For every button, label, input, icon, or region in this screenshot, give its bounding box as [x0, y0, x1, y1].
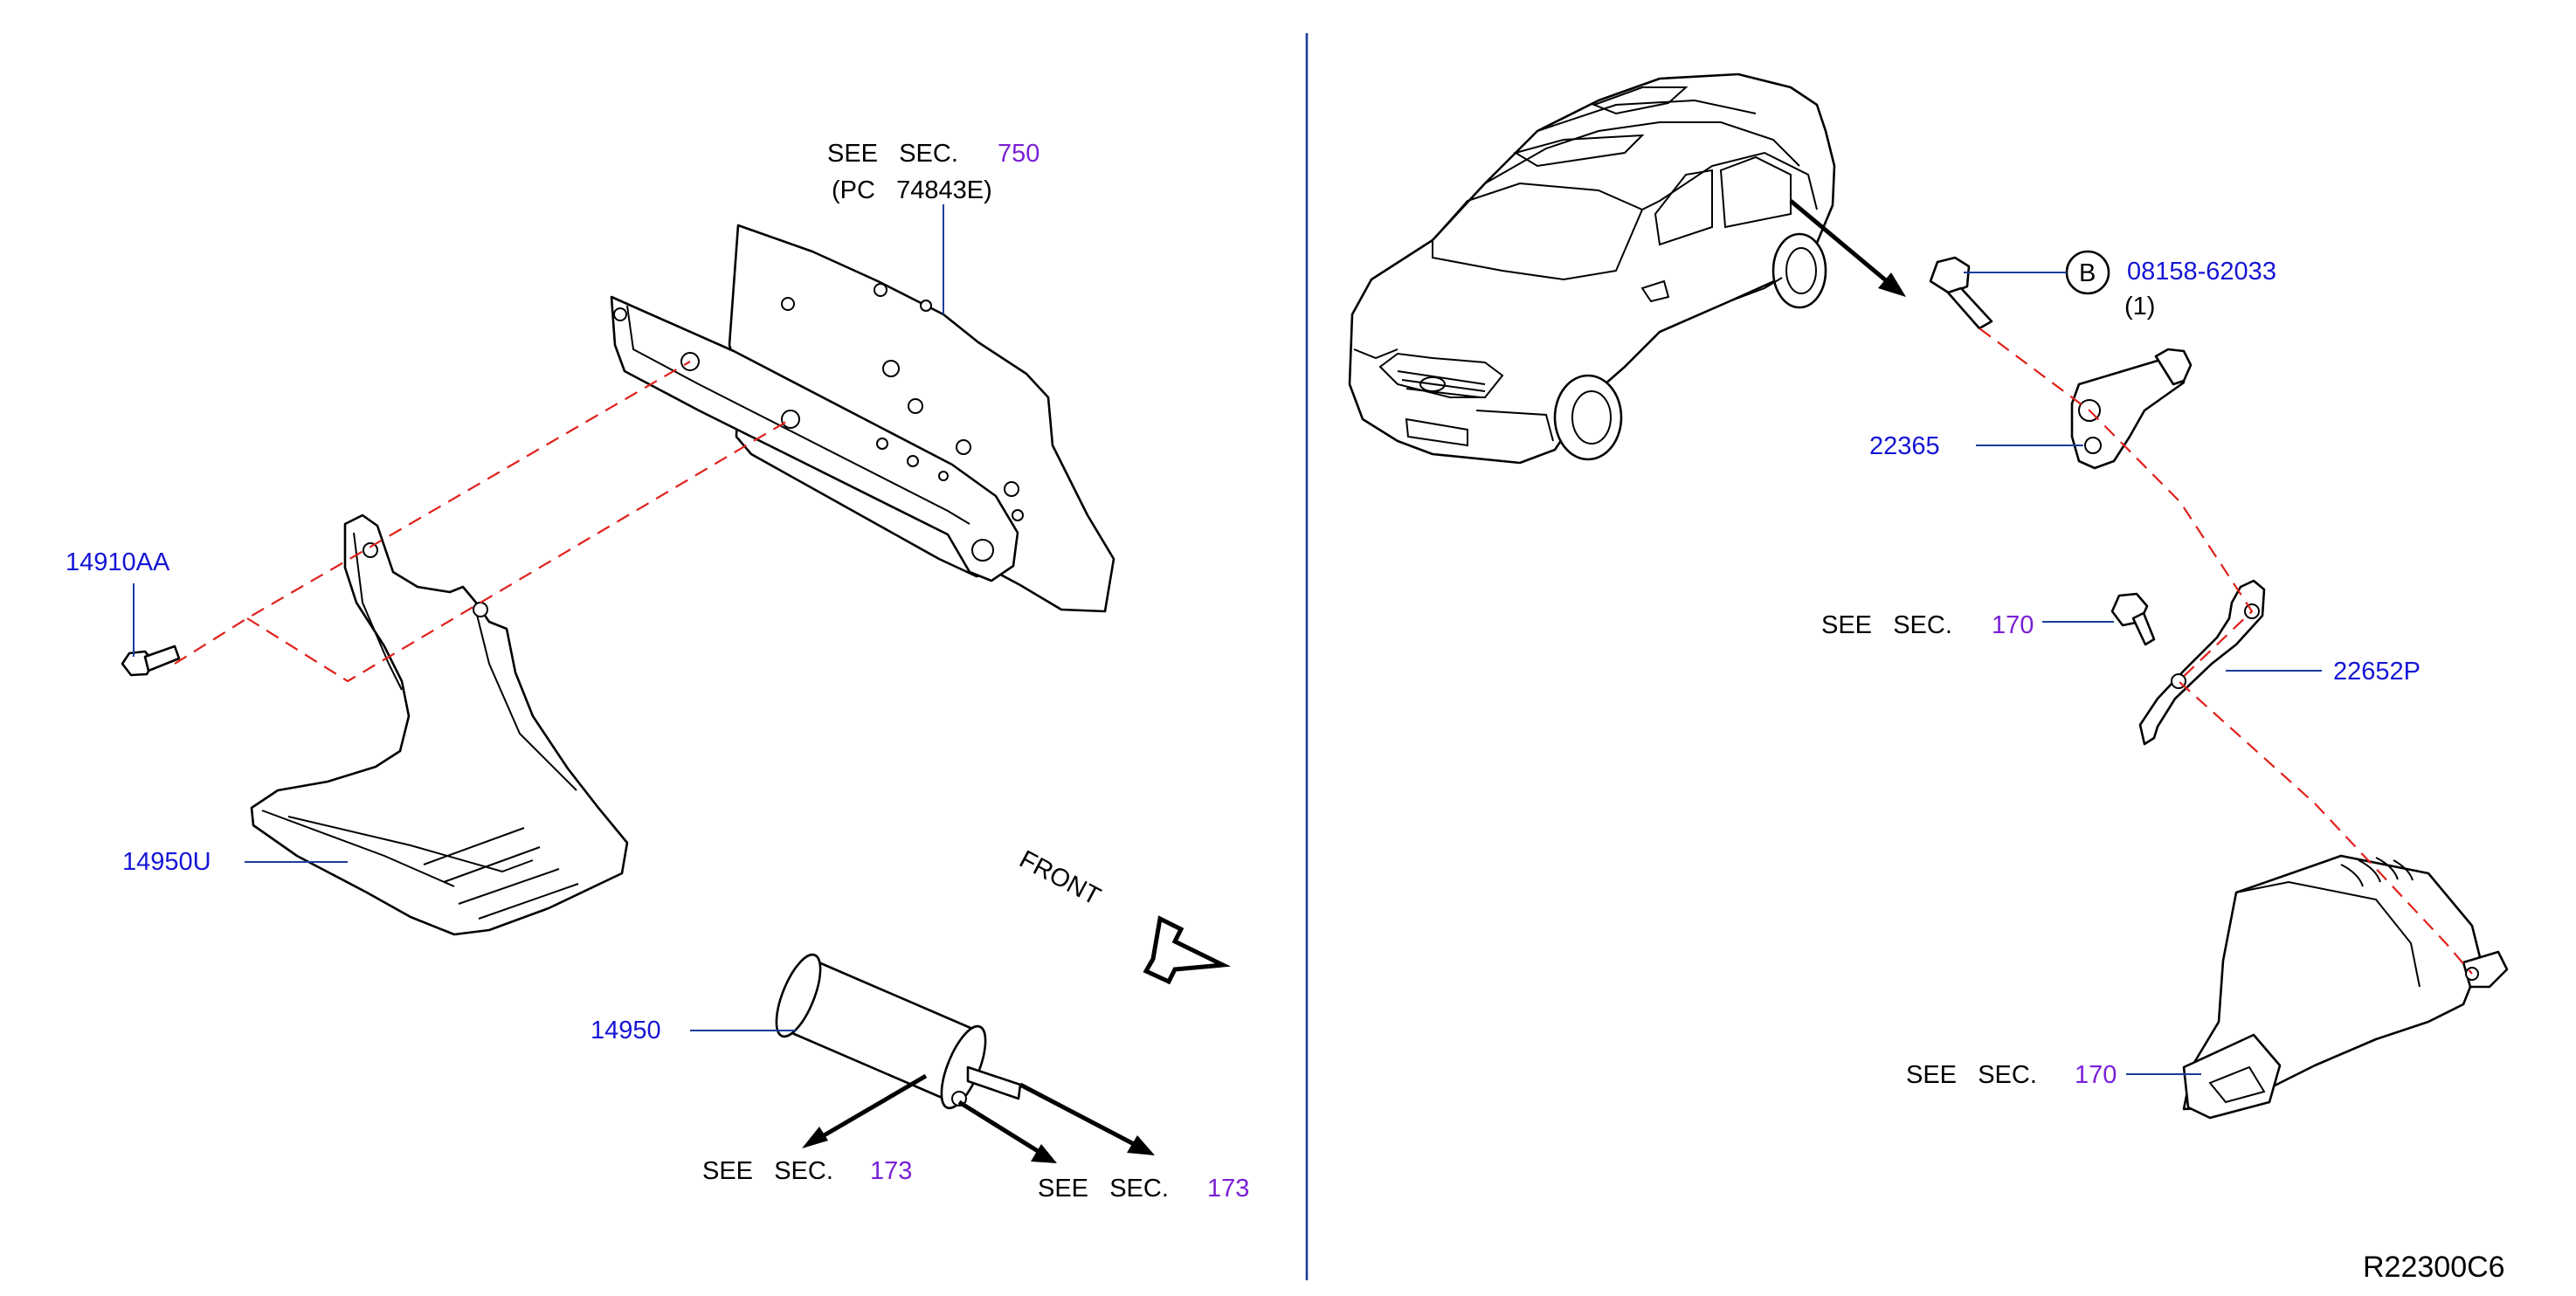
part-22365-link[interactable]: 22365 [1869, 432, 1940, 460]
bolt-sec170 [2110, 592, 2156, 646]
canister [775, 953, 1022, 1110]
arrow-sec173-a [819, 1073, 928, 1140]
part-22652p-link[interactable]: 22652P [2333, 658, 2421, 686]
see-sec-170-b-label: SEE SEC. [1906, 1061, 2037, 1089]
part-08158-link[interactable]: 08158-62033 [2127, 258, 2276, 286]
front-arrow-icon [1143, 915, 1232, 985]
part-14950u-link[interactable]: 14950U [122, 848, 211, 876]
assembly-line-right [1979, 327, 2473, 975]
qty-08158-label: (1) [2124, 293, 2155, 321]
arrow-head-sec173-b [1031, 1144, 1057, 1163]
see-sec-173-a-label: SEE SEC. [702, 1157, 833, 1185]
vehicle-location-arrow [1789, 199, 1889, 283]
bolt-08158 [1929, 256, 1993, 330]
arrow-head-sec173-c [1127, 1135, 1155, 1155]
sec-173-a-link[interactable]: 173 [870, 1157, 912, 1185]
diagram-code: R22300C6 [2363, 1251, 2505, 1284]
cross-member-bracket [610, 224, 1115, 613]
control-module [2182, 854, 2509, 1120]
part-14950-link[interactable]: 14950 [590, 1017, 661, 1044]
bracket-22652p [2138, 579, 2266, 746]
sec-173-b-link[interactable]: 173 [1207, 1175, 1249, 1203]
see-sec-170-a-label: SEE SEC. [1821, 611, 1952, 639]
assembly-line-left-a [174, 361, 691, 665]
heat-shield [250, 514, 629, 936]
sensor-22365 [2070, 348, 2193, 470]
bolt-marker-label: B [2079, 259, 2096, 287]
see-sec-173-b-label: SEE SEC. [1038, 1175, 1169, 1203]
arrow-sec173-c [1019, 1082, 1136, 1147]
bolt-14910aa [121, 645, 181, 677]
sec-170-a-link[interactable]: 170 [1992, 611, 2034, 639]
see-sec-750-label: SEE SEC. [827, 140, 958, 168]
pc-ref-label: (PC 74843E) [832, 176, 992, 204]
sec-170-b-link[interactable]: 170 [2075, 1061, 2117, 1089]
sec-750-link[interactable]: 750 [998, 140, 1039, 168]
front-label: FRONT [1015, 845, 1105, 911]
vehicle-location-arrow-head [1878, 272, 1906, 297]
vehicle-illustration [1348, 72, 1836, 465]
part-14910aa-link[interactable]: 14910AA [66, 548, 170, 576]
arrow-head-sec173-a [802, 1127, 828, 1148]
arrow-sec173-b [957, 1100, 1039, 1154]
assembly-line-left-b [246, 418, 791, 683]
